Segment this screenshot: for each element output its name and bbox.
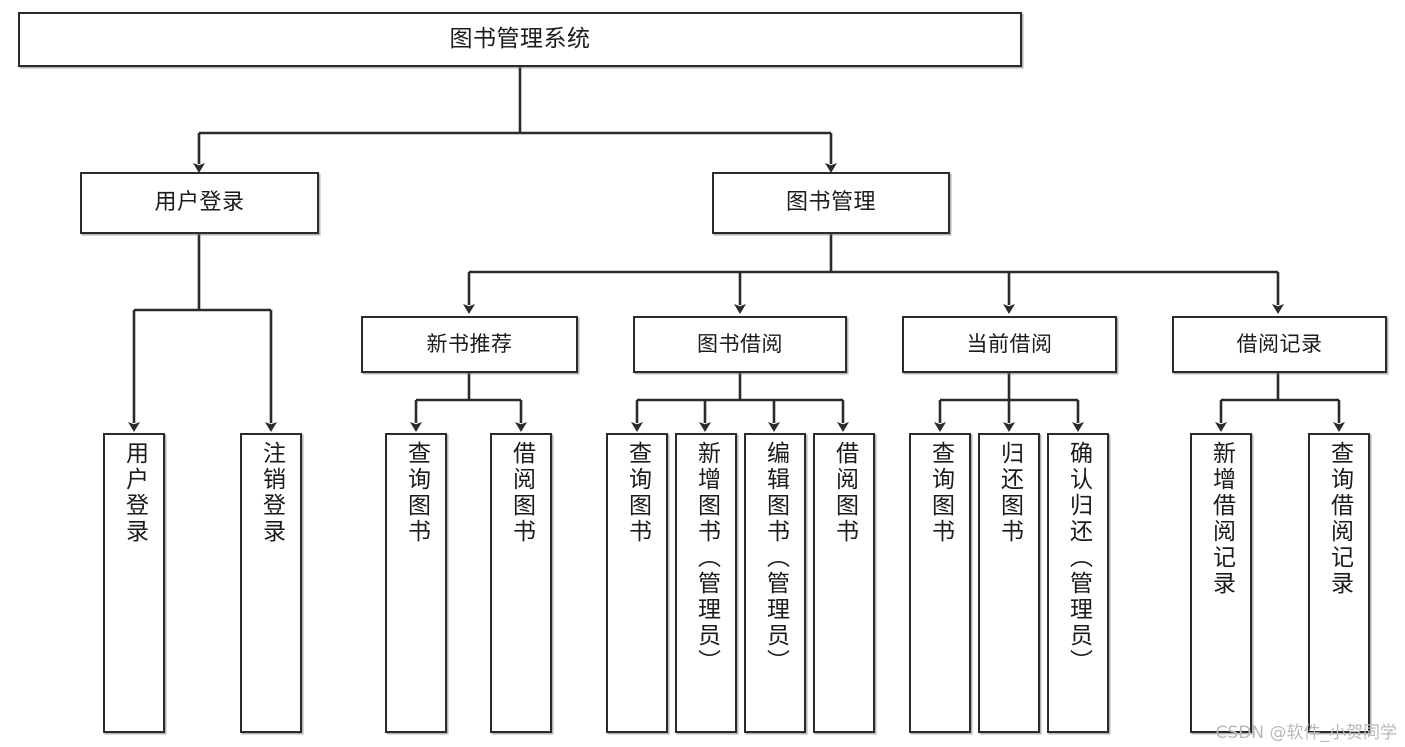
node-leaf-confirm-return-admin-label: 确认归还（管理员） [1065, 441, 1092, 675]
node-leaf-add-book-admin[interactable]: 新增图书（管理员） [675, 433, 737, 733]
node-leaf-borrow-book-2-label: 借阅图书 [831, 441, 858, 545]
node-book-borrow-label: 图书借阅 [697, 332, 783, 357]
node-user-login-label: 用户登录 [154, 190, 245, 216]
node-borrow-record[interactable]: 借阅记录 [1172, 316, 1387, 373]
node-leaf-user-login[interactable]: 用户登录 [103, 433, 165, 733]
node-leaf-query-borrow-record-label: 查询借阅记录 [1326, 441, 1353, 597]
node-leaf-add-book-admin-label: 新增图书（管理员） [693, 441, 720, 675]
node-leaf-confirm-return-admin[interactable]: 确认归还（管理员） [1047, 433, 1109, 733]
node-leaf-edit-book-admin-label: 编辑图书（管理员） [762, 441, 789, 675]
node-current-borrow[interactable]: 当前借阅 [902, 316, 1117, 373]
node-leaf-add-borrow-record-label: 新增借阅记录 [1208, 441, 1235, 597]
csdn-watermark: CSDN @软件_小贺同学 [1215, 723, 1397, 743]
node-leaf-borrow-book-2[interactable]: 借阅图书 [813, 433, 875, 733]
node-leaf-query-book-1-label: 查询图书 [403, 441, 430, 545]
node-leaf-borrow-book-1-label: 借阅图书 [508, 441, 535, 545]
node-root-system-label: 图书管理系统 [449, 26, 591, 53]
node-user-login[interactable]: 用户登录 [80, 172, 319, 234]
node-borrow-record-label: 借阅记录 [1236, 332, 1323, 357]
node-new-book-recommend-label: 新书推荐 [426, 332, 513, 357]
node-leaf-logout[interactable]: 注销登录 [240, 433, 302, 733]
node-leaf-query-book-1[interactable]: 查询图书 [385, 433, 447, 733]
node-leaf-query-book-3-label: 查询图书 [927, 441, 954, 545]
node-leaf-query-borrow-record[interactable]: 查询借阅记录 [1308, 433, 1370, 733]
node-leaf-query-book-2[interactable]: 查询图书 [606, 433, 668, 733]
node-leaf-logout-label: 注销登录 [258, 441, 285, 545]
node-book-management[interactable]: 图书管理 [712, 172, 950, 234]
node-leaf-return-book[interactable]: 归还图书 [978, 433, 1040, 733]
node-leaf-borrow-book-1[interactable]: 借阅图书 [490, 433, 552, 733]
node-book-management-label: 图书管理 [785, 190, 876, 216]
node-leaf-edit-book-admin[interactable]: 编辑图书（管理员） [744, 433, 806, 733]
node-leaf-return-book-label: 归还图书 [996, 441, 1023, 545]
node-new-book-recommend[interactable]: 新书推荐 [361, 316, 578, 373]
node-root-system[interactable]: 图书管理系统 [18, 12, 1022, 67]
node-leaf-add-borrow-record[interactable]: 新增借阅记录 [1190, 433, 1252, 733]
node-leaf-query-book-3[interactable]: 查询图书 [909, 433, 971, 733]
node-current-borrow-label: 当前借阅 [966, 332, 1053, 357]
node-book-borrow[interactable]: 图书借阅 [633, 316, 847, 373]
node-leaf-query-book-2-label: 查询图书 [624, 441, 651, 545]
node-leaf-user-login-label: 用户登录 [121, 441, 148, 545]
